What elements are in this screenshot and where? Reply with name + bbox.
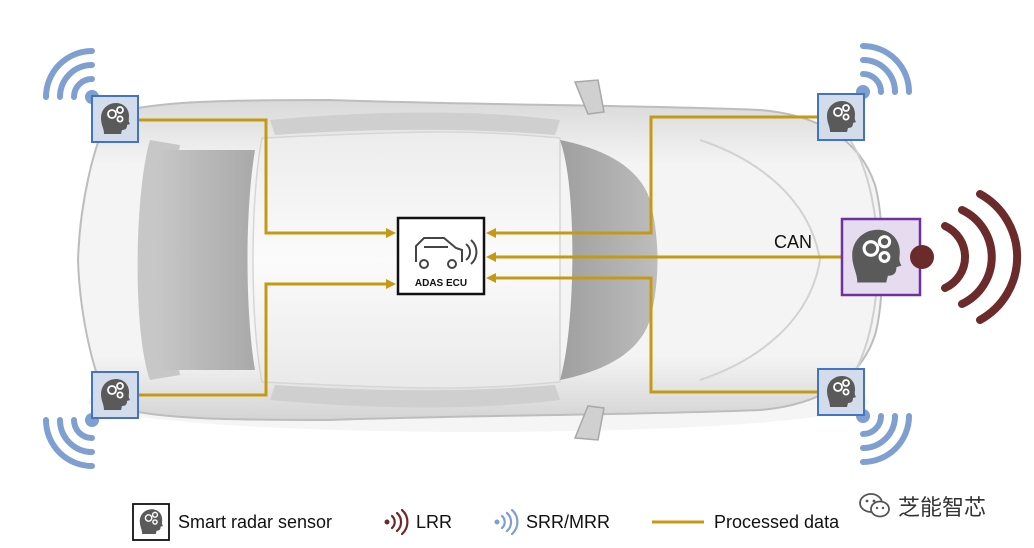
can-label: CAN <box>774 232 812 252</box>
lrr-emitter <box>910 245 934 269</box>
legend-lrr-label: LRR <box>416 511 453 532</box>
sensor-front-right <box>817 93 865 141</box>
lrr-wave-icon <box>384 508 409 536</box>
legend: Smart radar sensor LRR SRR/MRR Processed… <box>0 496 1034 548</box>
srr-mrr-waves-front-right <box>856 46 909 99</box>
line-front-right-sensor <box>490 115 818 235</box>
srr-mrr-waves-rear-left <box>46 413 99 466</box>
line-rear-left-sensor <box>138 282 392 397</box>
srr-mrr-waves-rear-right <box>856 409 909 462</box>
arrowhead <box>486 273 496 283</box>
arrowhead <box>386 279 396 289</box>
arrowhead <box>486 228 496 238</box>
lrr-waves <box>910 190 1022 324</box>
processed-data-line-icon <box>652 520 704 524</box>
head-gears-icon <box>132 503 170 541</box>
adas-ecu: ADAS ECU <box>396 216 486 296</box>
watermark-text: 芝能智芯 <box>898 496 987 521</box>
line-front-left-sensor <box>138 118 392 235</box>
sensor-front-left <box>91 95 139 143</box>
ecu-label: ADAS ECU <box>415 278 467 289</box>
sensor-front-lrr <box>840 217 922 297</box>
legend-smart-radar-sensor-label: Smart radar sensor <box>178 511 333 532</box>
watermark: 芝能智芯 <box>858 486 986 526</box>
wechat-icon <box>859 493 890 518</box>
legend-srr-mrr-label: SRR/MRR <box>526 511 610 532</box>
processed-data-lines <box>138 115 841 397</box>
line-rear-right-sensor <box>490 276 818 394</box>
legend-smart-radar-sensor: Smart radar sensor <box>132 496 332 548</box>
legend-srr-mrr: SRR/MRR <box>494 496 610 548</box>
sensor-rear-left <box>91 371 139 419</box>
arrowhead <box>486 252 496 262</box>
arrowhead <box>386 228 396 238</box>
legend-lrr: LRR <box>384 496 452 548</box>
legend-processed-data: Processed data <box>652 496 839 548</box>
car-radar-icon <box>415 237 478 269</box>
srr-mrr-wave-icon <box>494 508 519 536</box>
sensor-rear-right <box>817 368 865 416</box>
arrowheads <box>386 228 496 289</box>
legend-processed-data-label: Processed data <box>714 511 840 532</box>
